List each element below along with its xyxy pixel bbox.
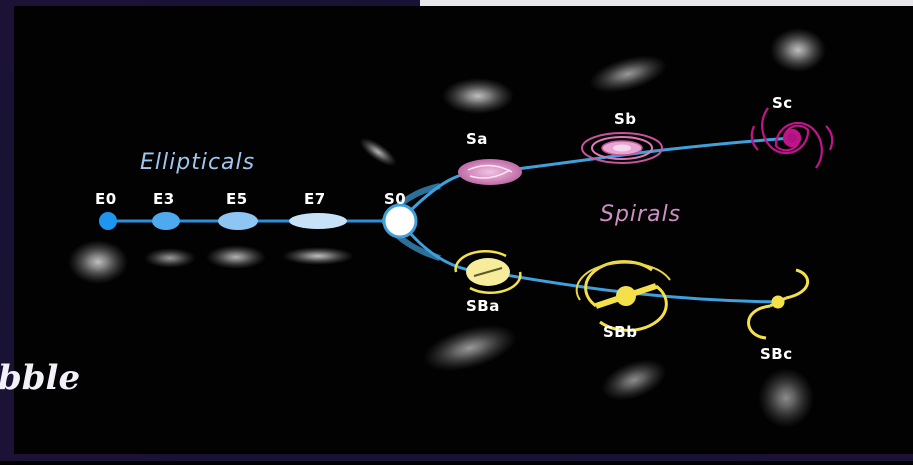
node-sba <box>454 249 522 295</box>
label-sc: Sc <box>772 94 793 112</box>
node-e0 <box>99 212 117 230</box>
label-sbb: SBb <box>603 323 638 341</box>
node-sc <box>750 107 834 169</box>
label-e3: E3 <box>153 190 175 208</box>
label-sb: Sb <box>614 110 637 128</box>
label-sbc: SBc <box>760 345 793 363</box>
node-sa <box>458 159 522 185</box>
node-sb <box>581 132 663 164</box>
spirals-group-label: Spirals <box>600 202 682 227</box>
label-e5: E5 <box>226 190 248 208</box>
node-s0 <box>382 203 418 239</box>
label-sba: SBa <box>466 297 500 315</box>
node-sbc <box>747 268 809 340</box>
node-e7 <box>289 213 347 229</box>
node-e5 <box>218 212 258 230</box>
slide-title-fragment: bble <box>0 358 81 398</box>
galaxy-photos <box>68 28 826 428</box>
label-sa: Sa <box>466 130 488 148</box>
spiral-nodes <box>458 107 834 185</box>
node-e3 <box>152 212 180 230</box>
node-sbb <box>575 260 671 332</box>
elliptical-nodes <box>99 203 418 239</box>
barred-spiral-nodes <box>454 249 809 340</box>
ellipticals-group-label: Ellipticals <box>140 150 256 175</box>
label-e7: E7 <box>304 190 326 208</box>
label-e0: E0 <box>95 190 117 208</box>
label-s0: S0 <box>384 190 407 208</box>
